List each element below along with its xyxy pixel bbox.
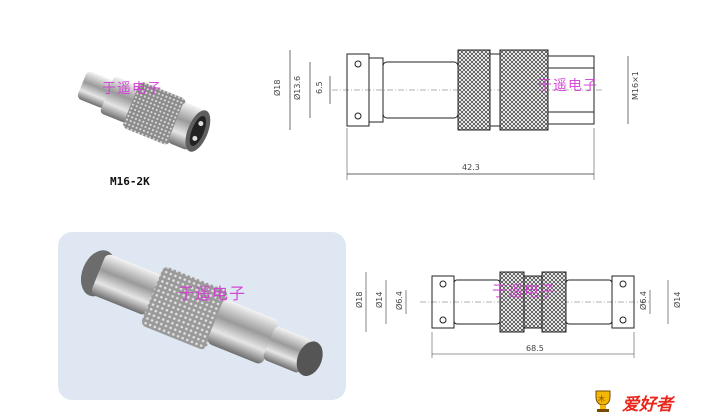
svg-text:木: 木 [598, 394, 605, 403]
thread-top: M16×1 [631, 71, 640, 100]
trophy-icon: 木 [595, 390, 611, 412]
watermark-bottom-photo: 于遥电子 [178, 284, 247, 303]
left-inner-diameter: Ø6.4 [394, 291, 404, 310]
model-label: M16-2K [110, 175, 150, 188]
logo: 木 爱好者 [590, 388, 708, 415]
total-length-bottom: 68.5 [526, 344, 544, 353]
dimension-drawing-top: 42.3 Ø18 Ø13.6 6.5 M16×1 [272, 49, 640, 180]
left-outer-diameter: Ø18 [354, 292, 364, 308]
right-inner-diameter: Ø6.4 [638, 291, 648, 310]
left-mid-diameter: Ø14 [374, 292, 384, 308]
inner-diameter-top: Ø13.6 [292, 76, 302, 100]
connector-photo-top [77, 71, 211, 152]
connector-photo-bottom [80, 250, 323, 376]
watermark-top-photo: 于遥电子 [102, 81, 162, 97]
watermark-top: 于遥电子 [538, 78, 598, 94]
pin-spacing-top: 6.5 [315, 81, 324, 94]
total-length-top: 42.3 [462, 163, 480, 172]
dimension-drawing-bottom: 68.5 Ø18 Ø14 Ø6.4 Ø6.4 Ø14 [354, 271, 682, 358]
watermark-bottom-drawing: 于遥电子 [492, 282, 557, 300]
outer-diameter-top: Ø18 [272, 80, 282, 96]
logo-text: 爱好者 [622, 395, 673, 415]
right-outer-diameter: Ø14 [672, 292, 682, 308]
